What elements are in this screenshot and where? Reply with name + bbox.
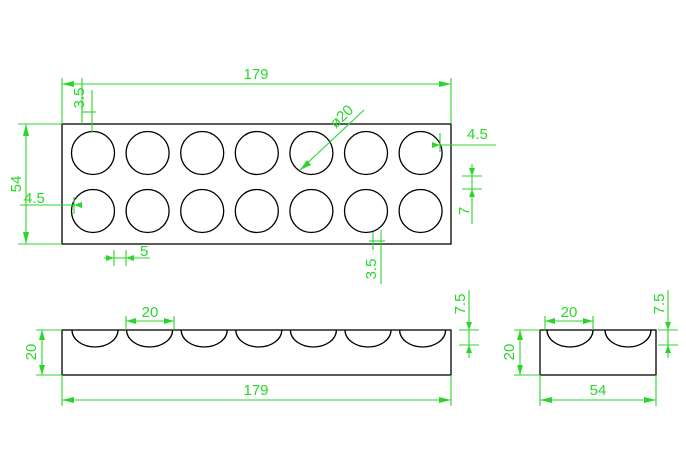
dim-row-gap-text: 7 bbox=[456, 207, 473, 215]
front-view-outline bbox=[61, 329, 452, 376]
side-view: 20 20 7.5 54 bbox=[501, 290, 678, 406]
front-pockets bbox=[71, 329, 447, 348]
hole-grid bbox=[70, 130, 443, 234]
dim-front-pocket-depth-text: 7.5 bbox=[452, 294, 469, 315]
dim-side-pocket-width: 20 bbox=[544, 304, 594, 330]
hole bbox=[398, 130, 443, 176]
dim-side-width: 54 bbox=[539, 375, 657, 406]
top-view-outline bbox=[61, 123, 452, 245]
pocket bbox=[289, 329, 338, 348]
pocket bbox=[180, 329, 228, 348]
dim-hole-gap: 5 bbox=[104, 243, 150, 266]
pocket bbox=[344, 329, 392, 348]
pocket bbox=[604, 329, 652, 348]
dim-side-height: 20 bbox=[501, 329, 540, 376]
hole bbox=[125, 188, 170, 234]
hole bbox=[180, 130, 225, 176]
dim-left-edge: 4.5 bbox=[20, 190, 82, 214]
dim-top-width-text: 54 bbox=[8, 176, 25, 193]
dim-right-edge: 4.5 bbox=[432, 126, 496, 152]
pocket bbox=[125, 329, 174, 348]
hole bbox=[125, 130, 170, 176]
dim-top-width: 54 bbox=[8, 123, 62, 245]
dim-top-offset-text: 3.5 bbox=[71, 88, 88, 109]
dim-row-gap: 7 bbox=[456, 164, 482, 224]
dim-front-pocket-width: 20 bbox=[125, 304, 175, 330]
hole bbox=[70, 130, 116, 176]
hole bbox=[289, 188, 334, 234]
dim-bottom-offset: 3.5 bbox=[363, 230, 385, 284]
hole bbox=[234, 188, 279, 234]
hole bbox=[234, 130, 279, 176]
front-view: 20 20 7.5 179 bbox=[23, 290, 479, 406]
dim-front-pocket-depth: 7.5 bbox=[452, 290, 479, 358]
side-view-outline bbox=[539, 329, 657, 376]
pocket bbox=[71, 329, 119, 348]
dim-side-height-text: 20 bbox=[501, 344, 518, 361]
dim-side-pocket-depth: 7.5 bbox=[651, 290, 678, 358]
dim-bottom-offset-text: 3.5 bbox=[363, 259, 380, 280]
pocket bbox=[546, 329, 594, 348]
dim-top-offset: 3.5 bbox=[71, 78, 96, 132]
dim-side-width-text: 54 bbox=[590, 382, 607, 399]
hole bbox=[180, 188, 225, 234]
dim-right-edge-text: 4.5 bbox=[467, 126, 488, 143]
dim-front-height: 20 bbox=[23, 329, 62, 376]
hole bbox=[343, 188, 389, 234]
dim-hole-gap-text: 5 bbox=[140, 243, 148, 260]
dim-front-length: 179 bbox=[61, 375, 452, 406]
hole bbox=[289, 130, 334, 176]
dim-hole-diameter-text: ø20 bbox=[327, 102, 357, 132]
dim-side-pocket-width-text: 20 bbox=[561, 304, 578, 321]
top-view: 179 54 3.5 ø20 4.5 bbox=[8, 66, 496, 284]
dim-side-pocket-depth-text: 7.5 bbox=[651, 294, 668, 315]
dim-top-length-text: 179 bbox=[243, 66, 268, 83]
hole bbox=[343, 130, 389, 176]
side-pockets bbox=[546, 329, 652, 348]
dim-front-length-text: 179 bbox=[243, 382, 268, 399]
dim-front-pocket-width-text: 20 bbox=[142, 304, 159, 321]
pocket bbox=[235, 329, 283, 348]
dim-front-height-text: 20 bbox=[23, 344, 40, 361]
dim-top-length: 179 bbox=[61, 66, 452, 124]
hole bbox=[398, 188, 443, 234]
hole bbox=[70, 188, 116, 234]
pocket bbox=[398, 329, 447, 348]
dim-left-edge-text: 4.5 bbox=[24, 190, 45, 207]
